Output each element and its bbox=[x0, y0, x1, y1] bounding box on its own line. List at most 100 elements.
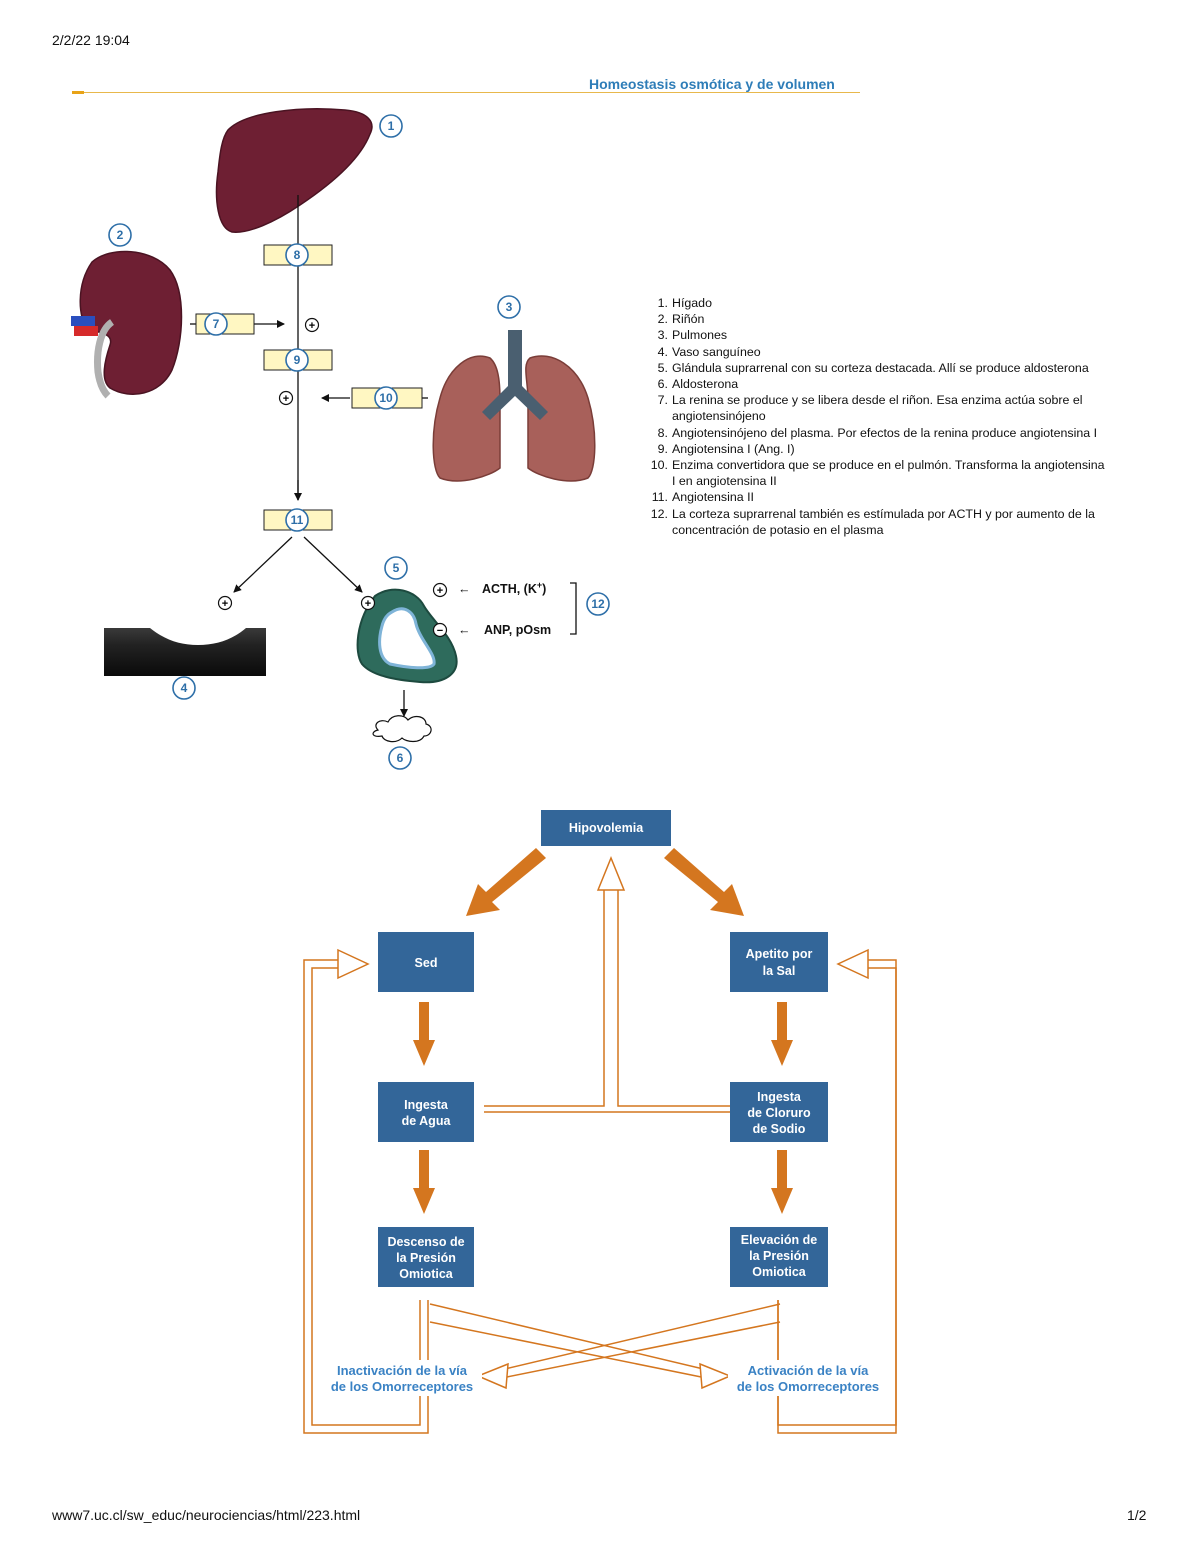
regulator-acth-k: ACTH, (K+) bbox=[482, 580, 546, 596]
box-apetito-sal bbox=[730, 932, 828, 992]
box-descenso-line3: Omiotica bbox=[399, 1267, 454, 1281]
box-ingesta-agua-line2: de Agua bbox=[402, 1114, 452, 1128]
inactivacion-line2: de los Omorreceptores bbox=[331, 1379, 473, 1394]
plus-sign-acth-circle bbox=[432, 582, 448, 598]
legend-item-number: 7. bbox=[657, 393, 668, 408]
box-ingesta-agua-line1: Ingesta bbox=[404, 1098, 449, 1112]
arrow-left-anp: ← bbox=[458, 623, 471, 637]
legend-item-number: 5. bbox=[657, 360, 668, 375]
box-ingesta-cloruro-line2: de Cloruro bbox=[747, 1106, 811, 1120]
box-apetito-line1: Apetito por bbox=[746, 947, 813, 961]
box-ingesta-cloruro-line3: de Sodio bbox=[753, 1122, 806, 1136]
legend-item-10: 10.Enzima convertidora que se produce en… bbox=[650, 457, 1105, 489]
marker-10: 10 bbox=[374, 386, 398, 410]
marker-6: 6 bbox=[388, 746, 412, 770]
liver-image bbox=[215, 108, 373, 233]
page-title: Homeostasis osmótica y de volumen bbox=[589, 76, 835, 92]
legend-item-8: 8.Angiotensinójeno del plasma. Por efect… bbox=[650, 425, 1105, 441]
print-footer-page: 1/2 bbox=[1127, 1507, 1147, 1523]
legend-item-4: 4.Vaso sanguíneo bbox=[650, 344, 1105, 360]
activacion-bg bbox=[728, 1360, 888, 1396]
marker-circle-5 bbox=[384, 556, 408, 580]
legend-item-5: 5. Glándula suprarrenal con su corteza de… bbox=[650, 360, 1105, 376]
marker-number-8: 8 bbox=[294, 248, 301, 262]
plus-sign-adrenal-circle bbox=[360, 595, 376, 611]
legend-item-1: 1.Hígado bbox=[650, 295, 1105, 311]
marker-circle-4 bbox=[172, 676, 196, 700]
box-elevacion-line2: la Presión bbox=[749, 1249, 809, 1263]
marker-circle-1 bbox=[379, 114, 403, 138]
legend-item-text: Hígado bbox=[672, 296, 712, 310]
legend-item-number: 3. bbox=[657, 328, 668, 343]
marker-5: 5 bbox=[384, 556, 408, 580]
marker-number-3: 3 bbox=[506, 300, 513, 314]
legend-item-number: 6. bbox=[657, 377, 668, 392]
marker-circle-2 bbox=[108, 223, 132, 247]
marker-4: 4 bbox=[172, 676, 196, 700]
print-date: 2/2/22 19:04 bbox=[52, 32, 130, 48]
marker-11: 11 bbox=[285, 508, 309, 532]
legend-item-text: Riñón bbox=[672, 312, 705, 327]
marker-circle-3 bbox=[497, 295, 521, 319]
marker-8: 8 bbox=[285, 243, 309, 267]
legend-item-7: 7. La renina se produce y se libera desde… bbox=[650, 392, 1105, 424]
plus-sign-ace-circle bbox=[278, 390, 294, 406]
box-elevacion-line3: Omiotica bbox=[752, 1265, 807, 1279]
box-hipovolemia-text: Hipovolemia bbox=[569, 821, 644, 835]
box-sed bbox=[378, 932, 474, 992]
box-descenso-line1: Descenso de bbox=[387, 1235, 464, 1249]
activacion-line1: Activación de la vía bbox=[748, 1363, 869, 1378]
lungs-image bbox=[432, 330, 596, 482]
inactivacion-line1: Inactivación de la vía bbox=[337, 1363, 468, 1378]
box-descenso-line2: la Presión bbox=[396, 1251, 456, 1265]
legend-item-text: Pulmones bbox=[672, 328, 728, 343]
legend-item-number: 9. bbox=[657, 441, 668, 456]
box-apetito-line2: la Sal bbox=[763, 964, 796, 978]
box-ingesta-cloruro bbox=[730, 1082, 828, 1142]
arrow-11-to-vessel bbox=[233, 536, 293, 593]
regulator-anp-posm: ANP, pOsm bbox=[484, 623, 551, 637]
marker-number-1: 1 bbox=[388, 119, 395, 133]
marker-9: 9 bbox=[285, 348, 309, 372]
marker-12: 12 bbox=[586, 592, 610, 616]
activacion-line2: de los Omorreceptores bbox=[737, 1379, 879, 1394]
minus-sign-anp: − bbox=[437, 625, 443, 637]
regulator-bracket bbox=[570, 582, 577, 635]
legend-item-text: Glándula suprarrenal con su corteza dest… bbox=[672, 360, 1089, 375]
legend-item-text: Aldosterona bbox=[672, 377, 739, 392]
legend-item-6: 6. Aldosterona bbox=[650, 376, 1105, 392]
legend-item-number: 10. bbox=[650, 458, 668, 473]
plus-sign-adrenal: + bbox=[365, 598, 371, 610]
plus-sign-vessel-circle bbox=[217, 595, 233, 611]
inactivacion-bg bbox=[322, 1360, 482, 1396]
plus-sign-ace: + bbox=[283, 393, 289, 405]
marker-number-11: 11 bbox=[291, 513, 304, 527]
legend-item-text: Angiotensina I (Ang. I) bbox=[672, 441, 795, 456]
box-ingesta-agua bbox=[378, 1082, 474, 1142]
marker-circle-12 bbox=[586, 592, 610, 616]
legend-item-11: 11. Angiotensina II bbox=[650, 489, 1105, 505]
legend-item-text: La renina se produce y se libera desde e… bbox=[672, 393, 1083, 424]
marker-number-6: 6 bbox=[397, 751, 404, 765]
legend-item-number: 11. bbox=[651, 490, 668, 505]
marker-number-2: 2 bbox=[117, 228, 124, 242]
marker-3: 3 bbox=[497, 295, 521, 319]
arrow-left-acth: ← bbox=[458, 582, 471, 596]
minus-sign-anp-circle bbox=[432, 622, 448, 638]
marker-circle-10 bbox=[374, 386, 398, 410]
plus-sign-renin-circle bbox=[304, 317, 320, 333]
legend-item-3: 3. Pulmones bbox=[650, 327, 1105, 343]
legend-item-text: Angiotensina II bbox=[672, 490, 754, 505]
marker-7: 7 bbox=[204, 312, 228, 336]
legend-item-number: 12. bbox=[650, 506, 668, 521]
arrow-11-to-adrenal bbox=[303, 536, 363, 593]
marker-circle-6 bbox=[388, 746, 412, 770]
legend-item-text: La corteza suprarrenal también es estímu… bbox=[672, 506, 1095, 537]
box-elevacion-line1: Elevación de bbox=[741, 1233, 817, 1247]
box-elevacion-presion bbox=[730, 1227, 828, 1287]
marker-number-12: 12 bbox=[591, 597, 605, 611]
adrenal-gland-image bbox=[356, 588, 458, 684]
marker-number-4: 4 bbox=[181, 681, 188, 695]
